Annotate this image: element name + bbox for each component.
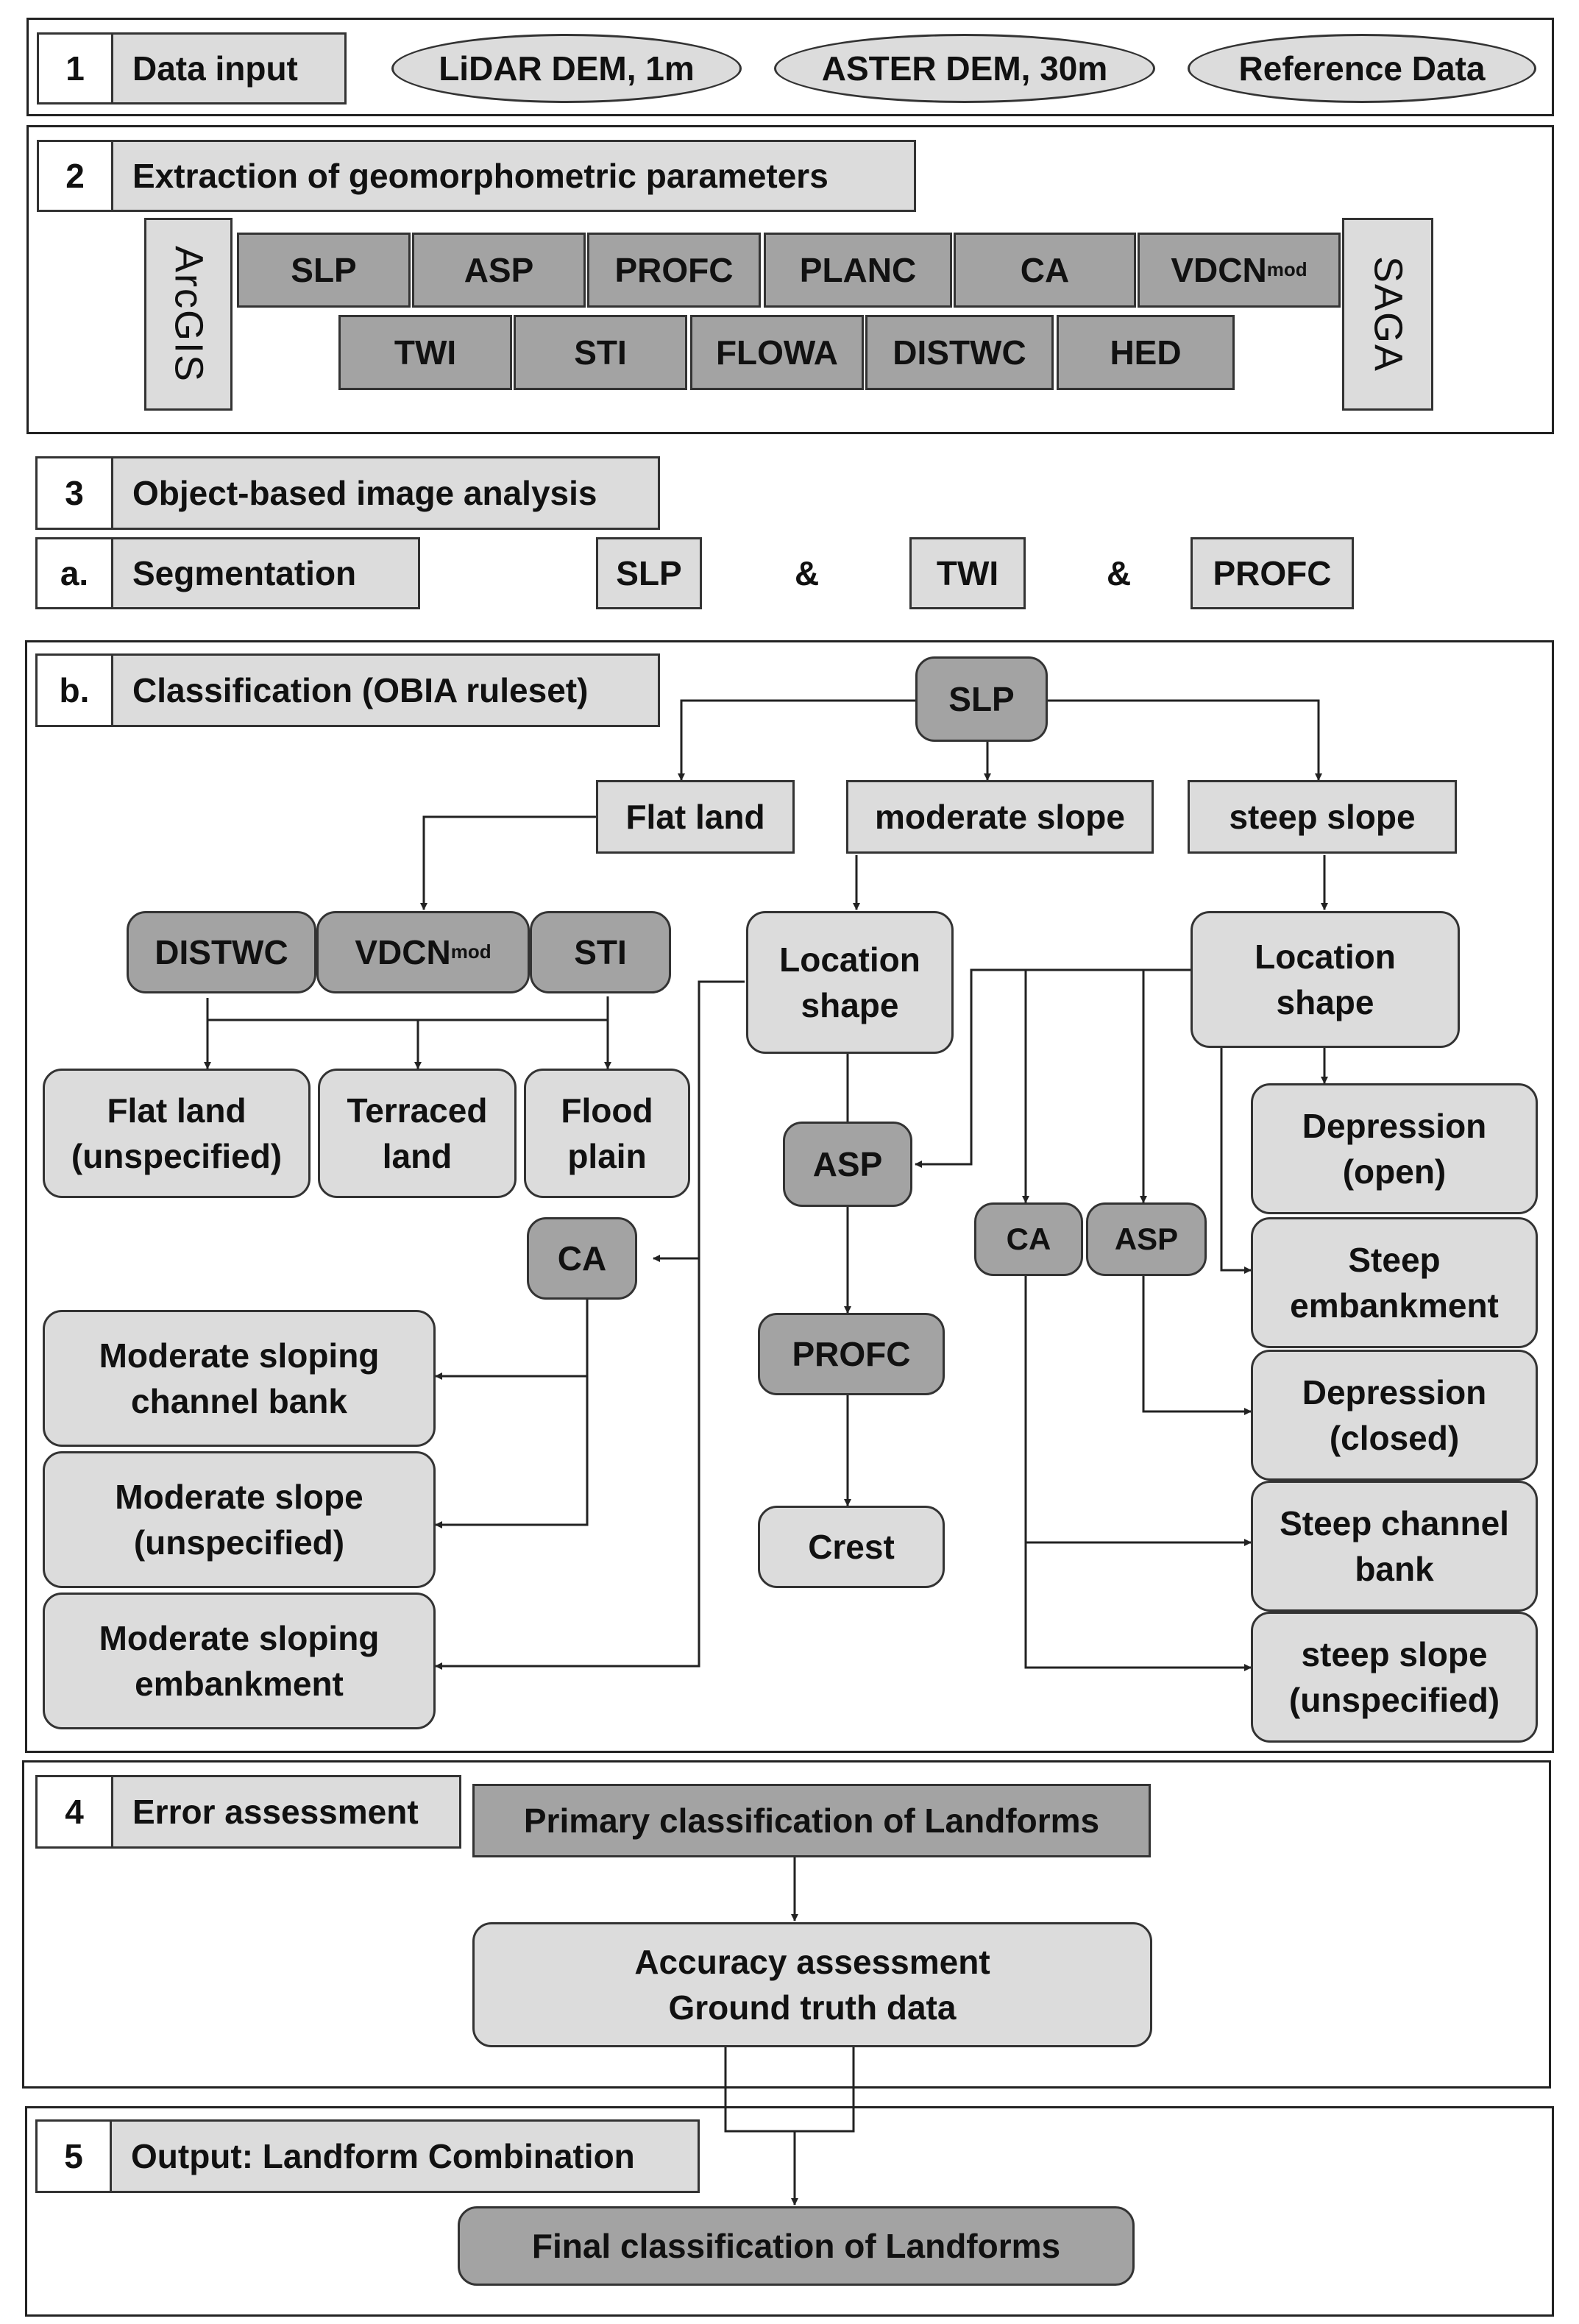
class-title: Classification (OBIA ruleset) (111, 653, 660, 727)
seg-letter: a. (35, 537, 113, 609)
param-planc: PLANC (764, 233, 952, 308)
moderate-ca: CA (527, 1217, 637, 1300)
step2-frame (26, 125, 1554, 434)
input-reference: Reference Data (1188, 34, 1536, 103)
class-flat-land: Flat land (596, 780, 795, 854)
seg-param-slp: SLP (596, 537, 702, 609)
steep-output-depression-open: Depression(open) (1251, 1083, 1538, 1214)
root-slp: SLP (915, 656, 1048, 742)
step5-number: 5 (35, 2119, 112, 2193)
moderate-crest: Crest (758, 1506, 945, 1588)
class-moderate-slope: moderate slope (846, 780, 1154, 854)
steep-asp: ASP (1086, 1202, 1207, 1276)
seg-param-profc: PROFC (1191, 537, 1354, 609)
tool-arcgis: ArcGIS (144, 218, 233, 411)
final-classification: Final classification of Landforms (458, 2206, 1135, 2286)
seg-param-twi: TWI (909, 537, 1026, 609)
step4-title: Error assessment (111, 1775, 461, 1849)
step2-title: Extraction of geomorphometric parameters (111, 140, 916, 212)
steep-ca: CA (974, 1202, 1083, 1276)
class-letter: b. (35, 653, 113, 727)
param-profc: PROFC (587, 233, 761, 308)
step5-title: Output: Landform Combination (110, 2119, 700, 2193)
moderate-output-unspecified: Moderate slope(unspecified) (43, 1451, 436, 1588)
step4-frame (22, 1760, 1551, 2089)
seg-title: Segmentation (111, 537, 420, 609)
input-lidar: LiDAR DEM, 1m (391, 34, 742, 103)
param-asp: ASP (412, 233, 586, 308)
step1-number: 1 (37, 32, 113, 104)
step2-number: 2 (37, 140, 113, 212)
param-hed: HED (1057, 315, 1235, 390)
classification-frame (25, 640, 1554, 1753)
step3-number: 3 (35, 456, 113, 530)
steep-output-unspecified: steep slope(unspecified) (1251, 1612, 1538, 1743)
flat-param-distwc: DISTWC (127, 911, 316, 993)
moderate-asp: ASP (783, 1122, 912, 1207)
step3-title: Object-based image analysis (111, 456, 660, 530)
step1-frame (26, 18, 1554, 116)
param-slp: SLP (237, 233, 411, 308)
step5-frame (25, 2106, 1554, 2317)
param-sti: STI (514, 315, 687, 390)
step1-title: Data input (111, 32, 347, 104)
steep-output-depression-closed: Depression(closed) (1251, 1350, 1538, 1481)
seg-join-1: & (795, 554, 820, 592)
class-steep-slope: steep slope (1188, 780, 1457, 854)
param-distwc: DISTWC (865, 315, 1054, 390)
flat-output-unspecified: Flat land(unspecified) (43, 1069, 311, 1198)
seg-join-2: & (1107, 554, 1132, 592)
moderate-profc: PROFC (758, 1313, 945, 1395)
input-aster: ASTER DEM, 30m (774, 34, 1155, 103)
param-ca: CA (954, 233, 1136, 308)
flat-param-sti: STI (530, 911, 671, 993)
step4-number: 4 (35, 1775, 113, 1849)
param-flowa: FLOWA (690, 315, 864, 390)
param-twi: TWI (338, 315, 512, 390)
primary-classification: Primary classification of Landforms (472, 1784, 1151, 1857)
tool-saga: SAGA (1342, 218, 1433, 411)
